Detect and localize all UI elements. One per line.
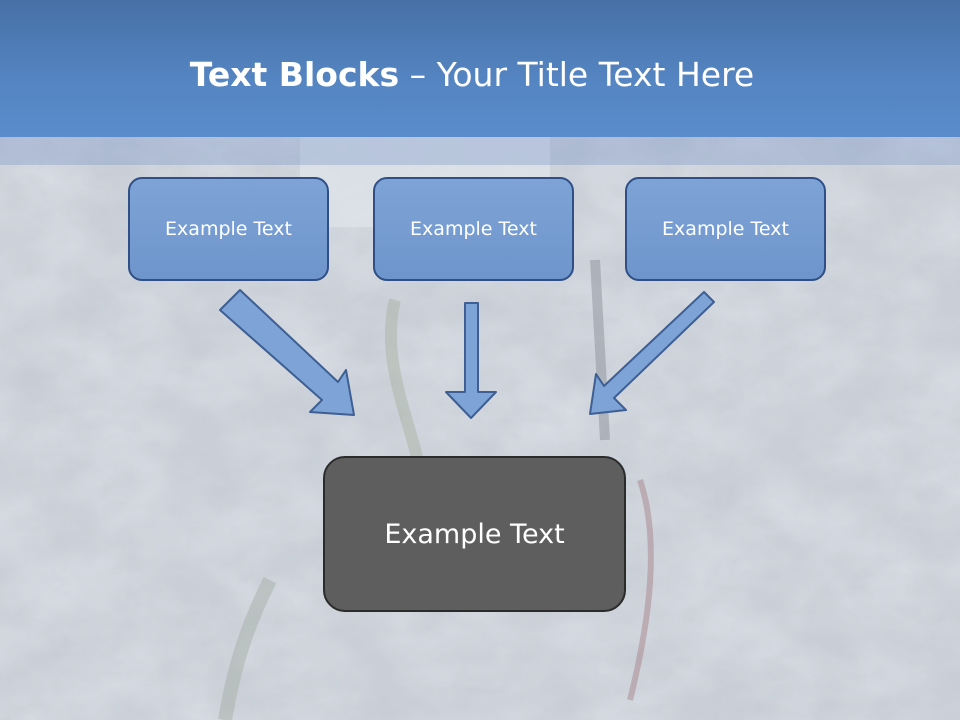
text-block-1-label: Example Text — [165, 218, 292, 240]
text-block-3[interactable]: Example Text — [625, 177, 826, 281]
arrow-left-icon — [219, 289, 355, 416]
title-bar — [0, 0, 960, 137]
text-block-main-label: Example Text — [384, 518, 565, 550]
title-bold-part: Text Blocks — [189, 55, 400, 94]
text-block-1[interactable]: Example Text — [128, 177, 329, 281]
title-rest: Your Title Text Here — [436, 55, 755, 94]
text-block-3-label: Example Text — [662, 218, 789, 240]
slide-title: Text Blocks – Your Title Text Here — [0, 52, 944, 98]
arrow-right-icon — [589, 291, 715, 415]
title-dash: – — [399, 55, 437, 94]
text-block-2-label: Example Text — [410, 218, 537, 240]
text-block-2[interactable]: Example Text — [373, 177, 574, 281]
title-bar-shadow — [0, 137, 960, 165]
text-block-main[interactable]: Example Text — [323, 456, 626, 612]
arrow-center-icon — [445, 302, 497, 419]
